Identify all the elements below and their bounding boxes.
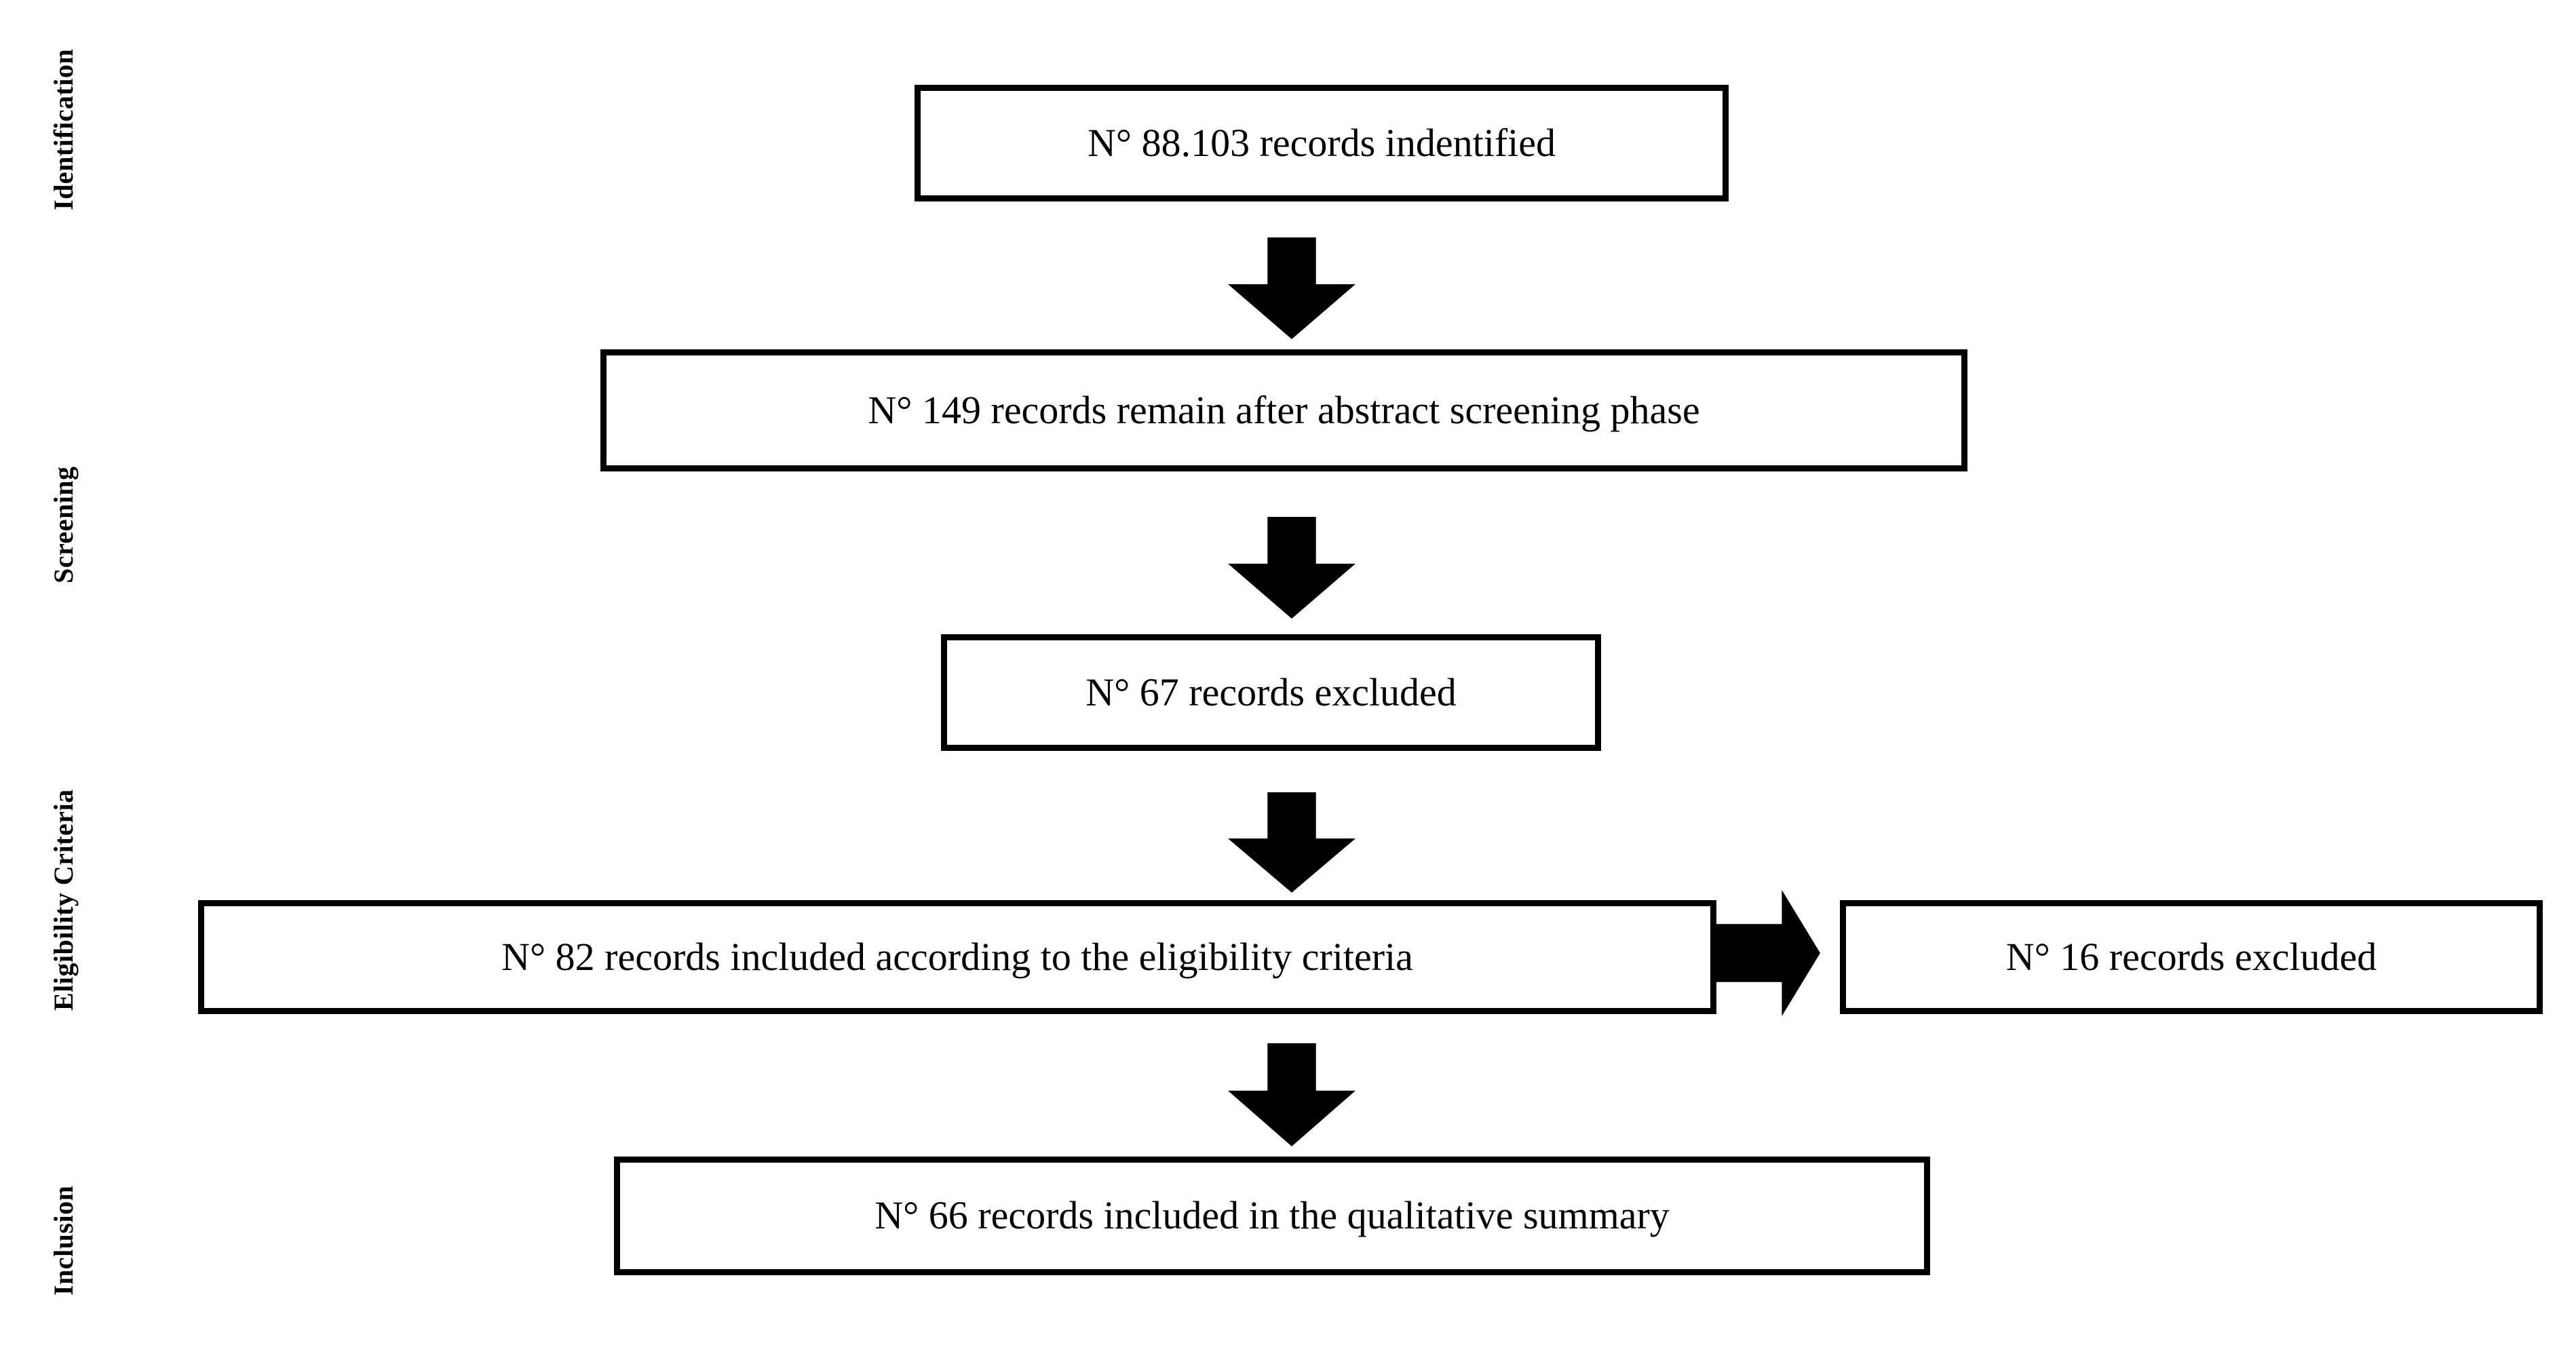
stage-label-identification-text: Identification xyxy=(48,48,79,210)
box-records-after-screening: N° 149 records remain after abstract scr… xyxy=(600,349,1967,471)
arrow-included82-to-included66 xyxy=(1228,1043,1356,1146)
box-records-excluded-16-text: N° 16 records excluded xyxy=(2005,934,2377,979)
arrow-screening-to-excluded67 xyxy=(1228,517,1356,619)
box-records-excluded-16: N° 16 records excluded xyxy=(1840,900,2543,1014)
arrow-excluded67-to-included82 xyxy=(1228,792,1356,893)
box-records-included-66: N° 66 records included in the qualitativ… xyxy=(614,1157,1930,1275)
box-records-identified: N° 88.103 records indentified xyxy=(915,85,1729,201)
box-records-included-82-text: N° 82 records included according to the … xyxy=(501,934,1413,979)
box-records-excluded-67-text: N° 67 records excluded xyxy=(1085,670,1457,714)
box-records-after-screening-text: N° 149 records remain after abstract scr… xyxy=(868,387,1700,432)
box-records-identified-text: N° 88.103 records indentified xyxy=(1087,120,1556,165)
stage-label-inclusion-text: Inclusion xyxy=(48,1185,79,1296)
box-records-included-82: N° 82 records included according to the … xyxy=(198,900,1716,1014)
arrow-identified-to-screening xyxy=(1228,237,1356,339)
arrow-included82-to-excluded16 xyxy=(1716,890,1820,1016)
box-records-included-66-text: N° 66 records included in the qualitativ… xyxy=(874,1193,1670,1238)
stage-label-screening-text: Screening xyxy=(48,466,79,583)
stage-label-eligibility-criteria-text: Eligibility Criteria xyxy=(48,789,79,1011)
box-records-excluded-67: N° 67 records excluded xyxy=(941,634,1601,751)
